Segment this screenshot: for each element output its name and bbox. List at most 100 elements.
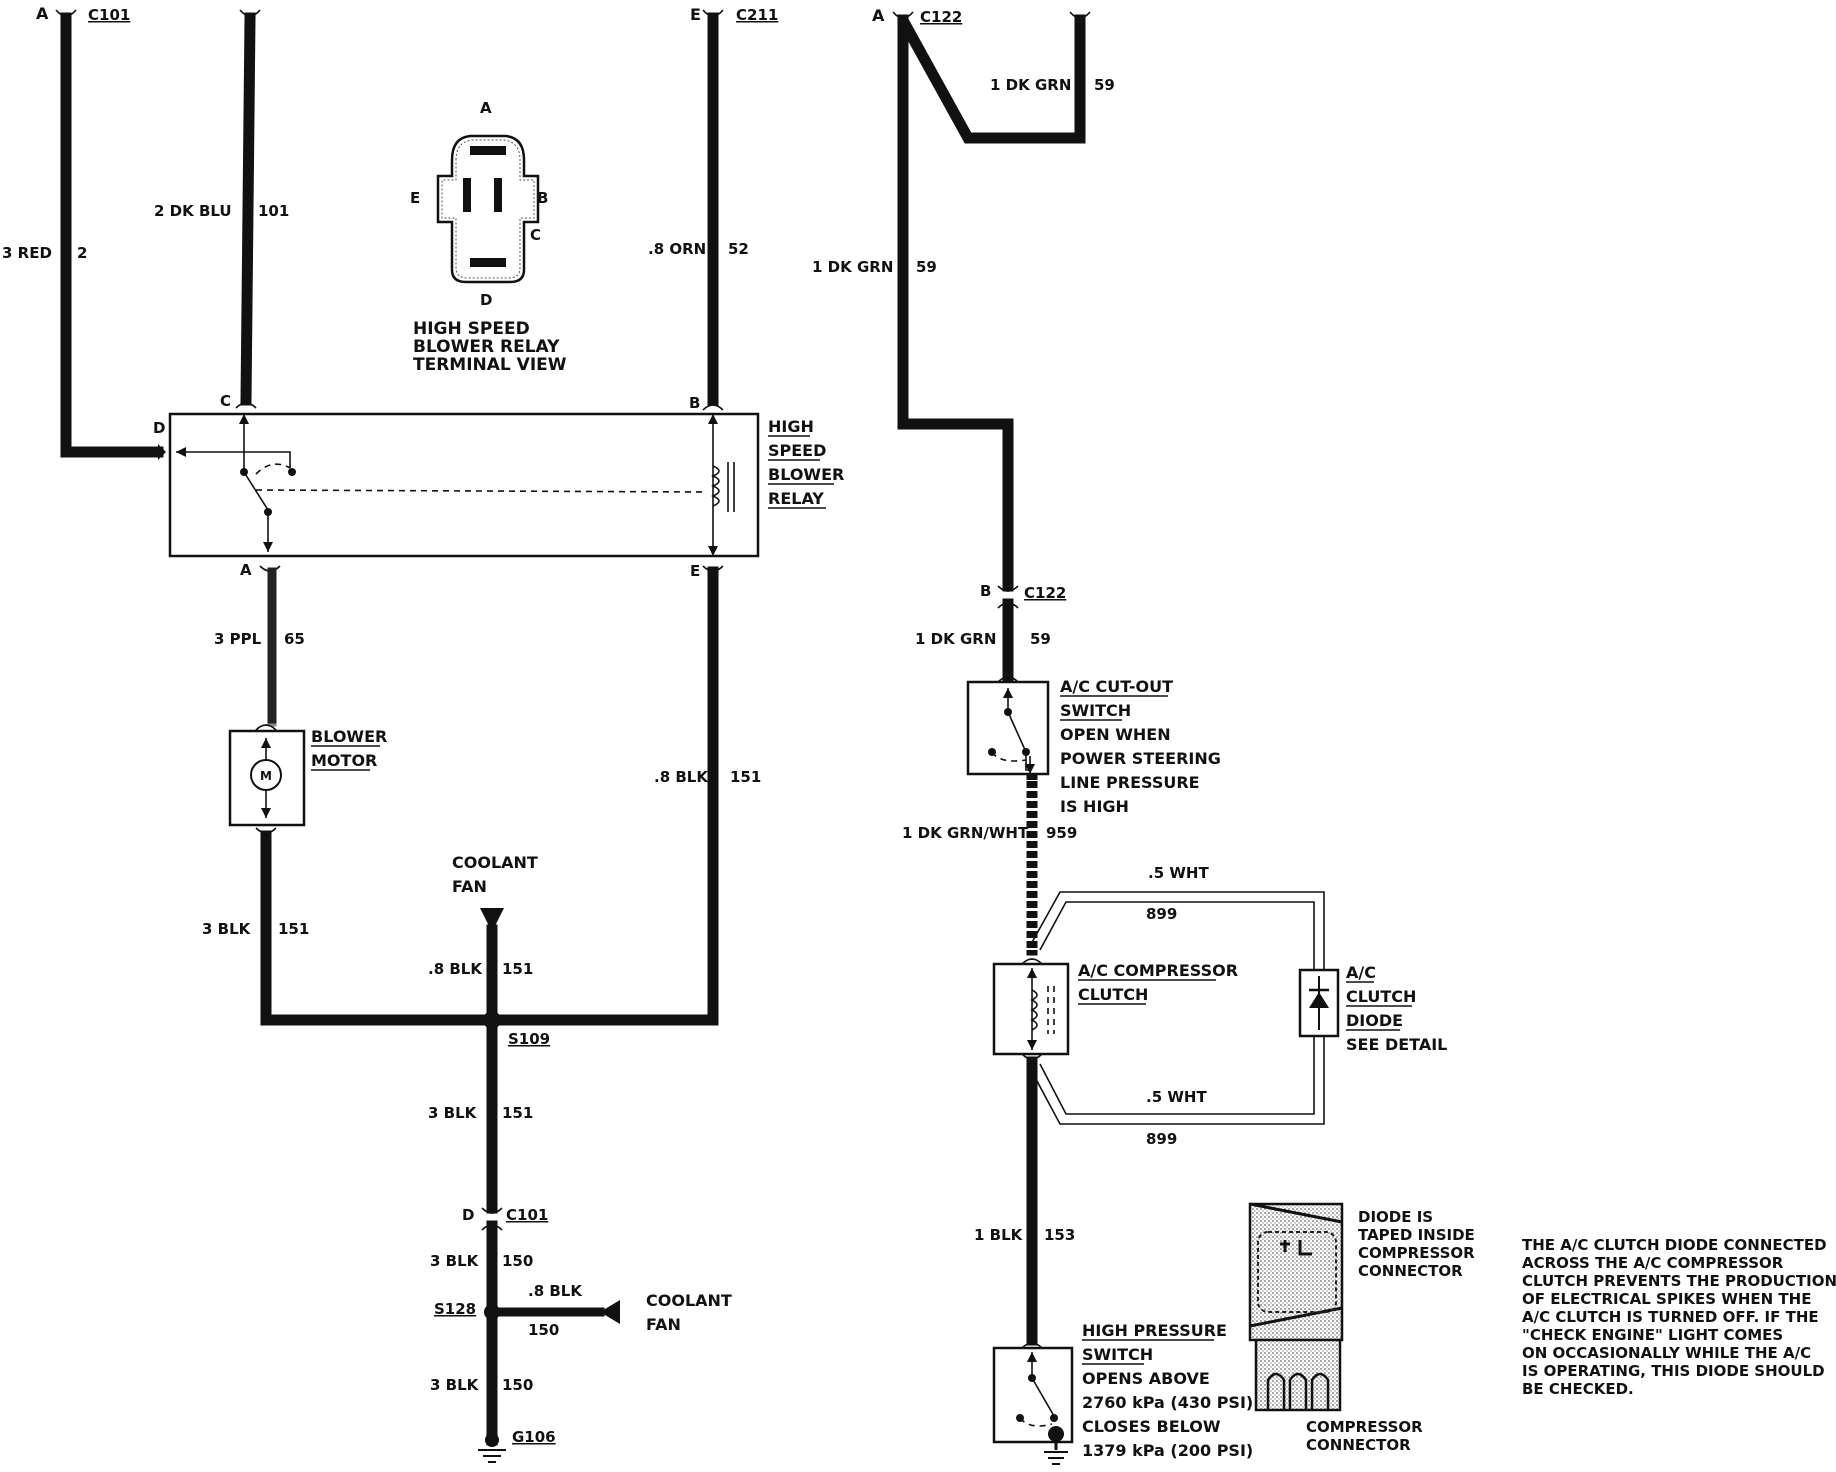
clutch-diode-label-1: A/C (1346, 963, 1376, 982)
right-pin-a-top: A (872, 6, 885, 25)
relay-pin-c: C (220, 392, 231, 410)
explanation-line-5: A/C CLUTCH IS TURNED OFF. IF THE (1522, 1308, 1819, 1326)
ac-compressor-clutch (992, 962, 1070, 1056)
wire-8-blk-relay-size: .8 BLK (654, 768, 709, 786)
splice-s128-label: S128 (434, 1300, 476, 1318)
motor-symbol-letter: M (260, 769, 272, 783)
explanation-line-6: "CHECK ENGINE" LIGHT COMES (1522, 1326, 1783, 1344)
relay-pin-a: A (240, 561, 252, 579)
wire-1-dk-grn-wht-size: 1 DK GRN/WHT (902, 824, 1029, 842)
terminal-pin-b: B (537, 189, 548, 207)
high-pressure-switch-label-3: OPENS ABOVE (1082, 1369, 1210, 1388)
relay-terminal-view (436, 134, 540, 284)
wire-3-ppl-size: 3 PPL (214, 630, 262, 648)
compressor-connector-detail (1248, 1202, 1344, 1412)
high-pressure-switch-label-5: CLOSES BELOW (1082, 1417, 1221, 1436)
wire-1-blk-size: 1 BLK (974, 1226, 1024, 1244)
diode-note-4: CONNECTOR (1358, 1262, 1463, 1280)
wire-5-wht-bottom-size: .5 WHT (1146, 1088, 1207, 1106)
cutout-switch-label-2: SWITCH (1060, 701, 1131, 720)
wire-3-red (60, 12, 164, 458)
relay-label-3: BLOWER (768, 465, 844, 484)
cutout-switch-label-1: A/C CUT-OUT (1060, 677, 1173, 696)
motor-symbol (250, 759, 282, 791)
wire-3-blk-motor-circuit: 151 (278, 920, 309, 938)
terminal-view-title-1: HIGH SPEED (413, 319, 530, 339)
wire-1-dk-grn-down-circuit: 59 (916, 258, 937, 276)
wire-1-blk-circuit: 153 (1044, 1226, 1075, 1244)
wire-5-wht-bottom (1029, 1036, 1325, 1125)
cutout-switch-label-3: OPEN WHEN (1060, 725, 1171, 744)
wire-3-red-size: 3 RED (2, 244, 52, 262)
cutout-switch-contacts (988, 688, 1035, 774)
high-speed-blower-relay (168, 412, 760, 558)
coolant-fan-side-label-2: FAN (646, 1315, 681, 1334)
wire-3-blk-151-size: 3 BLK (428, 1104, 478, 1122)
explanation-line-1: THE A/C CLUTCH DIODE CONNECTED (1522, 1236, 1827, 1254)
wire-2-dk-blu (240, 12, 256, 406)
wire-3-blk-motor (260, 830, 496, 1026)
coolant-fan-side-arrow (600, 1300, 620, 1324)
relay-pin-d: D (153, 419, 165, 437)
wire-3-blk-150-lower-size: 3 BLK (430, 1376, 480, 1394)
wire-8-blk-relay-circuit: 151 (730, 768, 761, 786)
relay-pin-e: E (690, 562, 700, 580)
wire-1-dk-grn-cutout-size: 1 DK GRN (915, 630, 996, 648)
wire-3-blk-motor-size: 3 BLK (202, 920, 252, 938)
terminal-pin-d: D (480, 291, 492, 309)
connector-c101-top: C101 (88, 6, 130, 24)
high-pressure-switch-label-6: 1379 kPa (200 PSI) (1082, 1441, 1253, 1460)
blower-motor-label-1: BLOWER (311, 727, 387, 746)
relay-b-cup (702, 404, 724, 411)
explanation-line-8: IS OPERATING, THIS DIODE SHOULD (1522, 1362, 1825, 1380)
coolant-fan-top-arrow (480, 908, 504, 932)
clutch-coil-symbol (1027, 968, 1055, 1050)
right-pin-b-mid: B (980, 582, 991, 600)
wire-3-blk-150-upper-circuit: 150 (502, 1252, 533, 1270)
relay-contacts (176, 414, 735, 556)
terminal-pin-c: C (530, 226, 541, 244)
explanation-line-9: BE CHECKED. (1522, 1380, 1634, 1398)
explanation-line-2: ACROSS THE A/C COMPRESSOR (1522, 1254, 1784, 1272)
clutch-diode-label-2: CLUTCH (1346, 987, 1416, 1006)
high-pressure-switch-label-4: 2760 kPa (430 PSI) (1082, 1393, 1253, 1412)
explanation-line-7: ON OCCASIONALLY WHILE THE A/C (1522, 1344, 1811, 1362)
terminal-pin-a: A (480, 99, 492, 117)
coolant-fan-top-label-2: FAN (452, 877, 487, 896)
clutch-diode-label-4: SEE DETAIL (1346, 1035, 1447, 1054)
wire-5-wht-top-circuit: 899 (1146, 905, 1177, 923)
wire-8-blk-fan-size: .8 BLK (428, 960, 483, 978)
splice-s109-label: S109 (508, 1030, 550, 1048)
connector-c122-top: C122 (920, 8, 962, 26)
connector-c122-mid: C122 (1024, 584, 1066, 602)
cutout-switch-label-5: LINE PRESSURE (1060, 773, 1200, 792)
wire-5-wht-top-size: .5 WHT (1148, 864, 1209, 882)
wire-8-blk-relay (484, 566, 719, 1026)
wire-1-dk-grn-loop-circuit: 59 (1094, 76, 1115, 94)
pin-a-top: A (36, 4, 49, 23)
wire-8-orn-size: .8 ORN (648, 240, 706, 258)
terminal-view-title-3: TERMINAL VIEW (413, 355, 567, 375)
c101-pin-d: D (462, 1206, 474, 1224)
terminal-pin-e: E (410, 189, 420, 207)
terminal-view-title-2: BLOWER RELAY (413, 337, 560, 357)
connector-c101-mid: C101 (506, 1206, 548, 1224)
relay-pin-b: B (689, 394, 700, 412)
wire-1-dk-grn-cutout-circuit: 59 (1030, 630, 1051, 648)
wire-1-dk-grn-down-size: 1 DK GRN (812, 258, 893, 276)
high-pressure-switch-label-2: SWITCH (1082, 1345, 1153, 1364)
high-pressure-switch-contacts (1016, 1352, 1064, 1442)
compressor-connector-label-2: CONNECTOR (1306, 1436, 1411, 1454)
connector-c211: C211 (736, 6, 778, 24)
relay-label-4: RELAY (768, 489, 824, 508)
compressor-clutch-label-2: CLUTCH (1078, 985, 1148, 1004)
high-pressure-switch (992, 1346, 1074, 1444)
wire-3-red-circuit: 2 (77, 244, 87, 262)
wire-2-dk-blu-size: 2 DK BLU (154, 202, 232, 220)
wire-2-dk-blu-circuit: 101 (258, 202, 289, 220)
coolant-fan-side-label-1: COOLANT (646, 1291, 732, 1310)
wire-1-dk-grn-loop (897, 14, 1086, 144)
diode-note-2: TAPED INSIDE (1358, 1226, 1475, 1244)
high-pressure-switch-ground (1044, 1442, 1068, 1465)
